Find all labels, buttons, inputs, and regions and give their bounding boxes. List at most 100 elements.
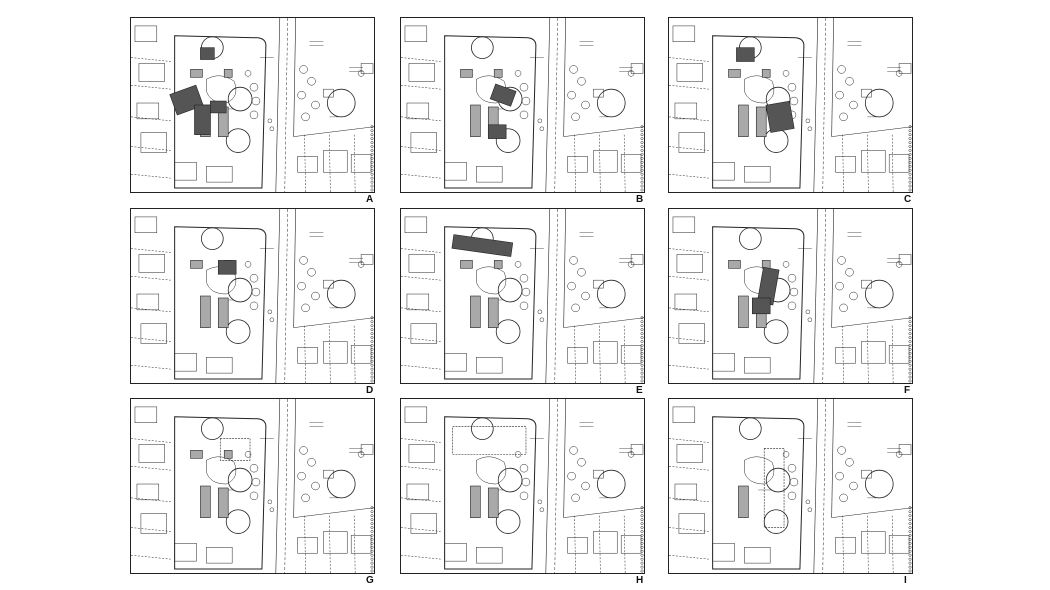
neighbor-house [476,547,503,564]
neighbor-house [678,513,705,534]
small-tree [835,471,844,481]
road-edge-2 [831,209,834,328]
existing-building-block [190,69,203,78]
neighbor-house [410,323,437,344]
neighbor-house [444,543,467,562]
small-tree [249,274,259,283]
neighbor-house [674,483,698,501]
proposed-building-block [194,104,211,135]
lot-line [329,134,331,192]
site-plan-panel-e [400,208,645,384]
road-edge [275,399,281,573]
road-centerline [822,209,826,383]
small-tree [577,268,586,277]
site-base [131,399,374,573]
hedge-mark [370,537,374,541]
block-edge [831,126,912,137]
lot-line [304,134,306,192]
hedge-mark [370,184,374,188]
neighbor-house [136,102,160,120]
existing-building-block [470,104,481,137]
hedge-mark [908,141,912,145]
small-tree [577,458,586,467]
hedge-mark [640,371,644,375]
small-tree [537,118,543,124]
hedge-mark [370,565,374,569]
hedge-mark [640,518,644,522]
hedge-mark [640,363,644,367]
small-tree [787,464,797,473]
lot-line [131,465,171,471]
lot-line [599,325,601,383]
lot-line [131,527,171,532]
outbuilding [630,254,644,265]
neighbor-house [861,150,886,173]
lot-line [574,134,576,192]
existing-building-block [487,297,499,328]
small-tree [569,65,578,74]
lot-line [574,325,576,383]
site-plan-drawing [131,209,374,383]
lot-line [401,438,441,443]
proposed-building [451,234,514,257]
hedge-mark [640,533,644,537]
road-edge-2 [563,209,566,328]
hedge-mark [370,549,374,553]
hedge-mark [370,336,374,339]
small-tree [849,100,858,110]
tree [763,509,789,534]
neighbor-house [323,150,348,173]
neighbor-house [744,547,771,564]
outbuilding [323,279,334,289]
small-tree [249,301,259,311]
site-base [131,209,374,383]
hedge-mark [908,549,912,553]
lot-line [329,325,331,383]
small-tree [519,301,529,311]
existing-building [470,485,499,518]
site-plan-panel-b [400,17,645,193]
hedge-mark [908,156,912,160]
tree [864,469,894,499]
hedge-mark [908,328,912,332]
lot-line [867,134,869,192]
road-centerline [822,18,826,192]
small-tree [787,274,797,283]
existing-building-block [493,69,503,78]
lot-line [353,134,356,192]
hedge-mark [640,506,644,510]
neighbor-house [323,531,348,554]
site-plan-panel-i [668,398,913,574]
lot-line [669,497,709,503]
road-edge-2 [563,399,566,518]
small-tree [581,100,590,110]
existing-building-block [223,450,233,459]
hedge-mark [640,359,644,363]
small-tree [249,110,259,120]
neighbor-house [297,156,318,173]
existing-building-block [738,104,749,137]
block-edge [293,507,374,518]
small-tree [835,281,844,291]
site-base [669,18,912,192]
neighbor-house [410,132,437,153]
neighbor-house [408,444,435,463]
tree [227,277,253,303]
neighbor-house [138,63,165,82]
site-plan-panel-h [400,398,645,574]
road-edge [545,209,551,383]
small-tree [521,477,531,487]
panel-label: G [366,575,374,586]
small-tree [789,477,799,487]
neighbor-house [712,543,735,562]
proposed-building [169,47,227,135]
hedge-mark [370,141,374,145]
small-tree [839,112,848,122]
hedge-mark [908,129,912,133]
small-tree [539,126,545,131]
neighbor-house [888,154,910,173]
hedge-mark [908,553,912,557]
hedge-mark [908,541,912,545]
tree [596,279,626,309]
site-boundary [174,416,267,570]
